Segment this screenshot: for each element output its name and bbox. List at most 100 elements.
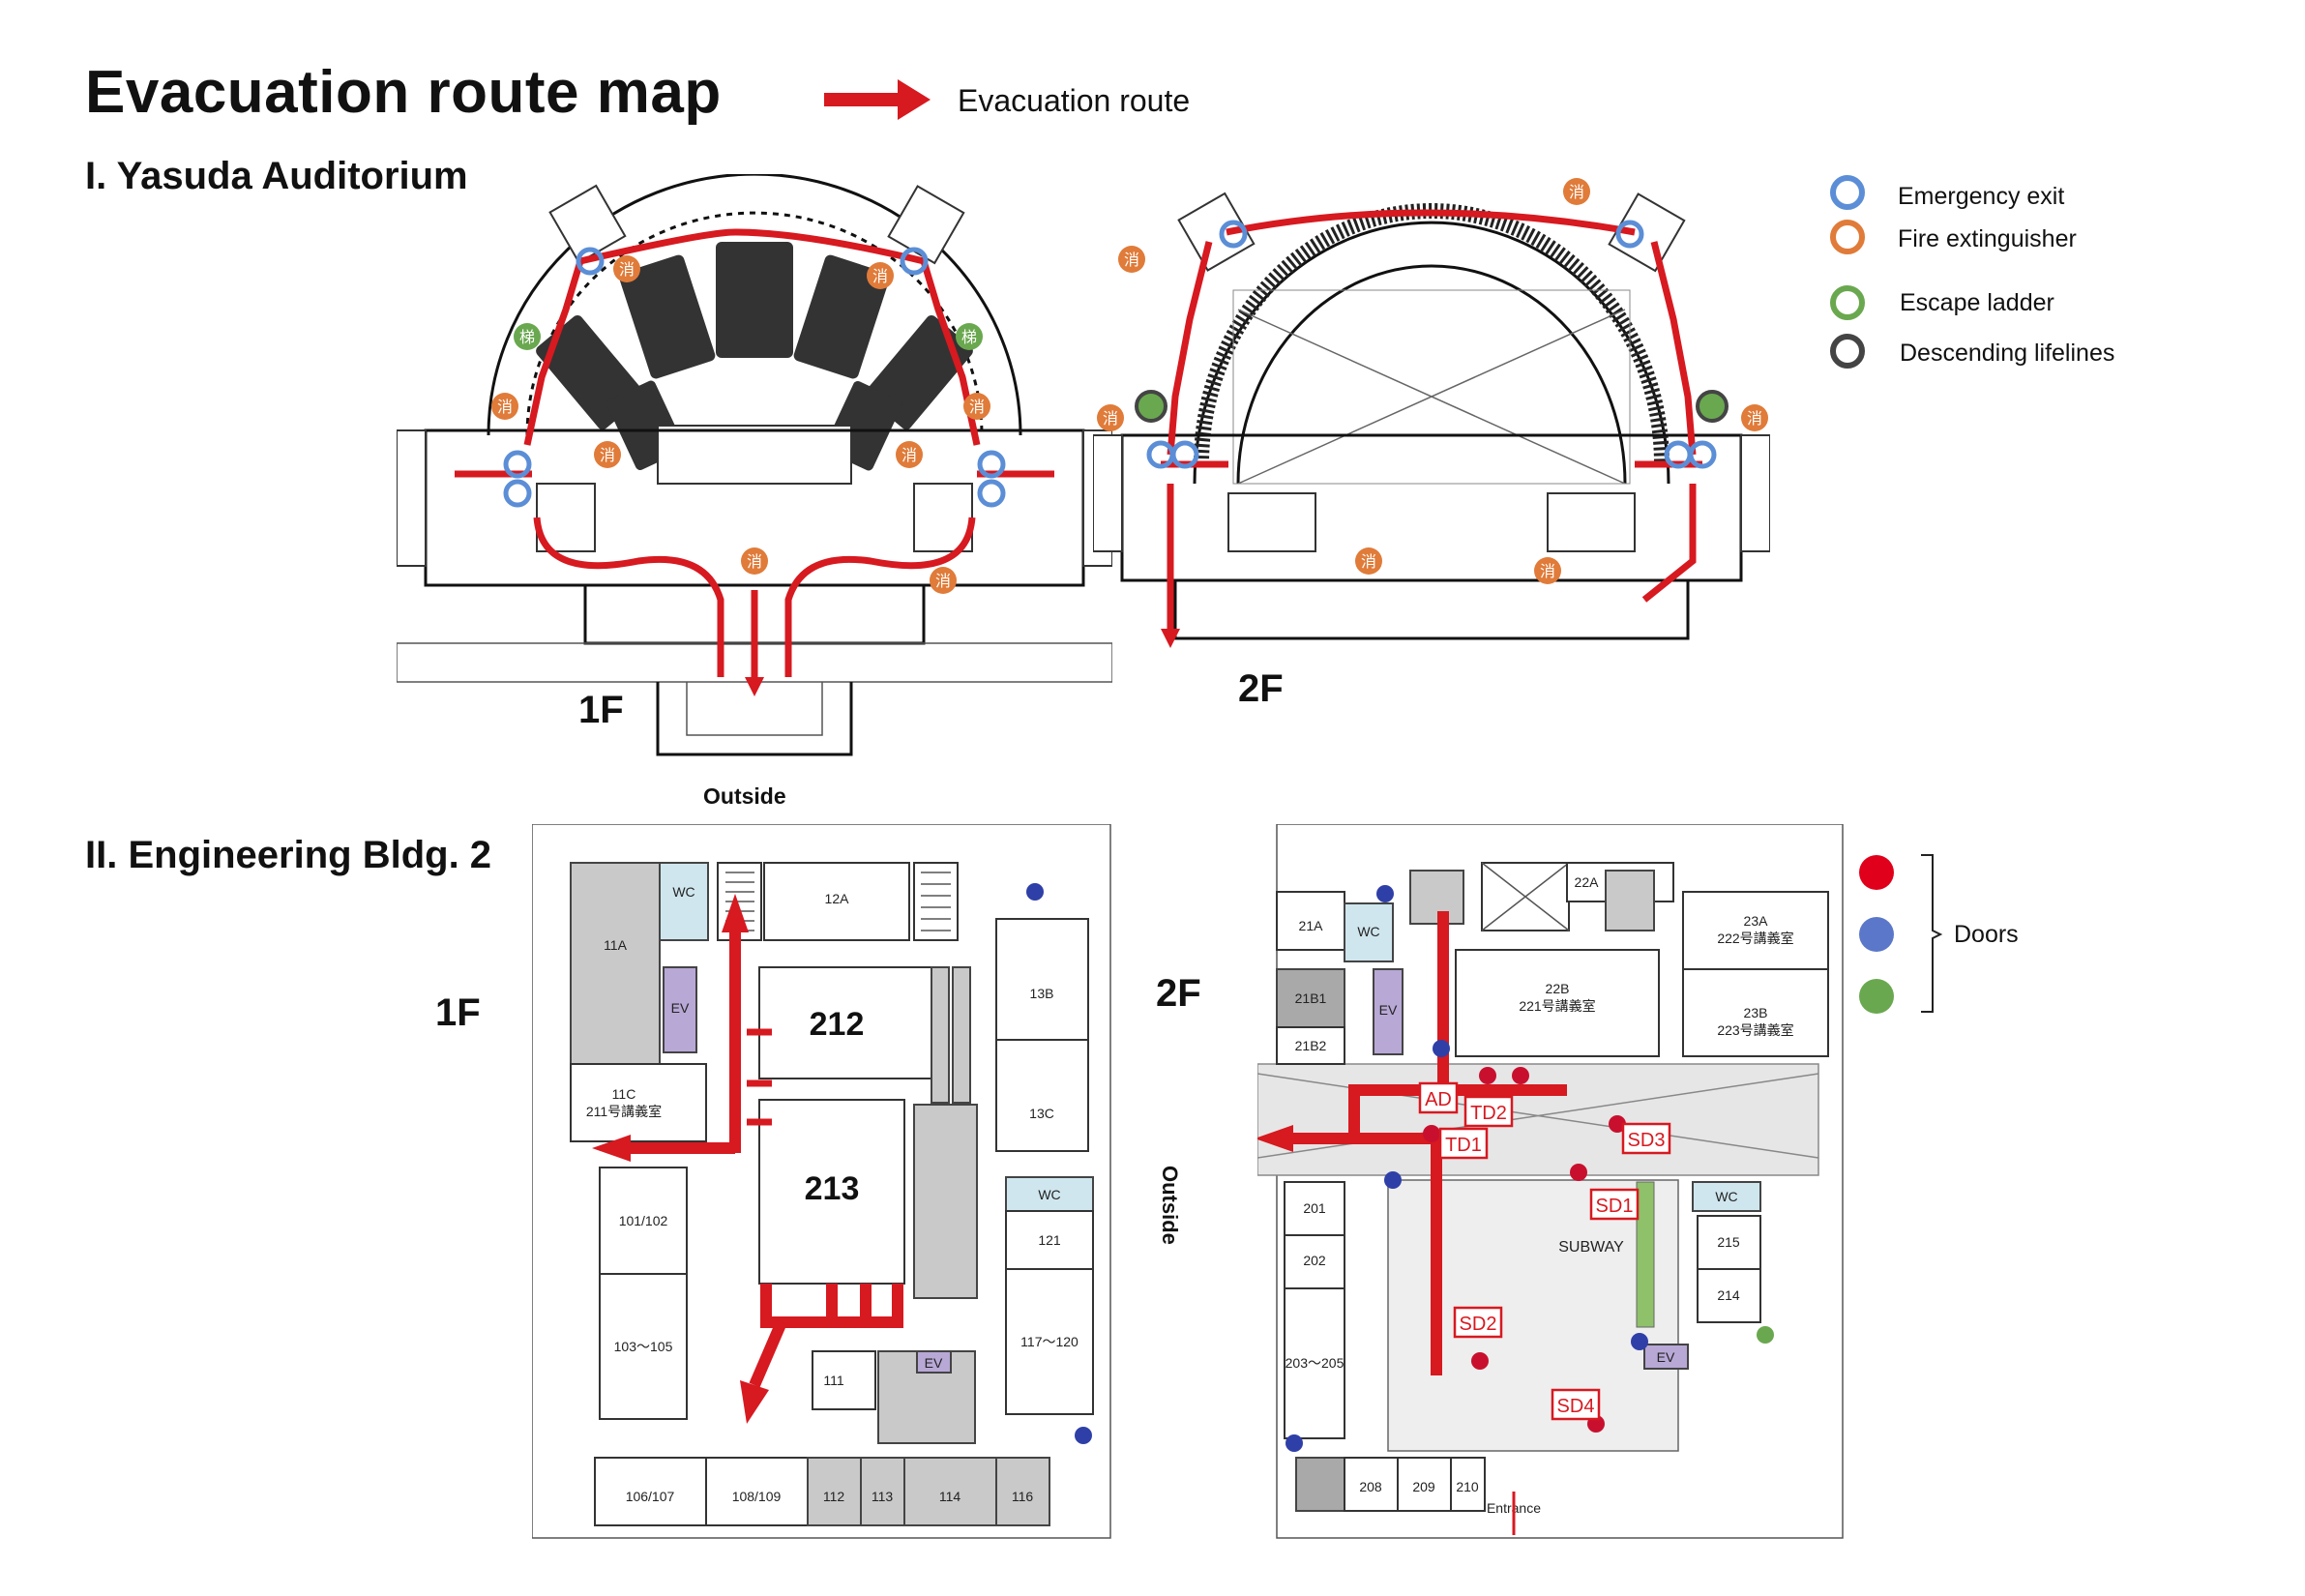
door-tag-td2: TD2 bbox=[1470, 1103, 1507, 1124]
fire-ext-glyph: 消 bbox=[1361, 553, 1376, 571]
ring-icon bbox=[1830, 220, 1865, 254]
room-22a: 22A bbox=[1575, 874, 1600, 890]
room-ev-lower: EV bbox=[1657, 1349, 1675, 1365]
room-121: 121 bbox=[1038, 1232, 1061, 1248]
eng-2f-plan: 21A WC 21B1 21B2 EV 22A 22B 221号講義室 23A … bbox=[1257, 824, 1844, 1539]
room-202: 202 bbox=[1303, 1253, 1326, 1268]
room-13c: 13C bbox=[1029, 1106, 1054, 1121]
room-11c: 11C bbox=[612, 1086, 636, 1102]
room-wc-right: WC bbox=[1715, 1189, 1737, 1204]
door-tag-td1: TD1 bbox=[1445, 1135, 1482, 1156]
door-tag-ad: AD bbox=[1425, 1089, 1452, 1110]
room-11c-sub: 211号講義室 bbox=[586, 1104, 662, 1119]
auditorium-section-title: I. Yasuda Auditorium bbox=[85, 155, 468, 197]
fire-ext-glyph: 消 bbox=[969, 399, 985, 416]
room-22b-sub: 221号講義室 bbox=[1519, 998, 1595, 1014]
door-tag-sd1: SD1 bbox=[1596, 1196, 1634, 1217]
room-wc: WC bbox=[1357, 924, 1379, 939]
room-117: 117～120 bbox=[1020, 1334, 1079, 1349]
ladder-glyph: 梯 bbox=[519, 329, 535, 346]
fire-ext-glyph: 消 bbox=[1540, 563, 1555, 580]
room-203: 203～205 bbox=[1285, 1355, 1345, 1371]
room-ev: EV bbox=[671, 1000, 690, 1016]
eng-1f-label: 1F bbox=[435, 991, 481, 1034]
room-11a: 11A bbox=[604, 937, 628, 953]
auditorium-1f-plan: 消 消 消 消 消 消 消 消 梯 梯 bbox=[397, 174, 1112, 756]
room-23b: 23B bbox=[1744, 1005, 1768, 1020]
eng-outside-label: Outside bbox=[1158, 1166, 1182, 1245]
room-23b-sub: 223号講義室 bbox=[1717, 1022, 1793, 1038]
ring-icon bbox=[1830, 334, 1865, 369]
room-215: 215 bbox=[1717, 1234, 1740, 1250]
room-21a: 21A bbox=[1299, 918, 1324, 933]
fire-ext-glyph: 消 bbox=[1103, 410, 1118, 428]
fire-ext-glyph: 消 bbox=[747, 553, 762, 571]
fire-ext-glyph: 消 bbox=[497, 399, 513, 416]
room-103: 103～105 bbox=[614, 1339, 673, 1354]
legend-label-emergency-exit: Emergency exit bbox=[1898, 183, 2065, 210]
room-12a: 12A bbox=[825, 891, 850, 906]
door-dot-icon bbox=[1859, 979, 1894, 1014]
door-dot-icon bbox=[1859, 917, 1894, 952]
doors-bracket bbox=[1921, 854, 1943, 1013]
subway-label: SUBWAY bbox=[1558, 1239, 1624, 1256]
auditorium-2f-plan: 消 消 消 消 消 消 bbox=[1093, 178, 1770, 648]
room-22b: 22B bbox=[1546, 981, 1570, 996]
ladder-glyph: 梯 bbox=[961, 329, 977, 346]
fire-ext-glyph: 消 bbox=[619, 261, 635, 279]
auditorium-1f-label: 1F bbox=[578, 689, 624, 731]
room-114: 114 bbox=[939, 1489, 961, 1504]
door-tag-sd2: SD2 bbox=[1460, 1314, 1497, 1335]
fire-ext-glyph: 消 bbox=[1569, 184, 1584, 201]
room-208: 208 bbox=[1359, 1479, 1382, 1494]
doors-legend-label: Doors bbox=[1954, 921, 2019, 948]
doors-legend: Doors bbox=[1857, 851, 2099, 1025]
page-title: Evacuation route map bbox=[85, 59, 722, 126]
fire-ext-glyph: 消 bbox=[901, 447, 917, 464]
room-111: 111 bbox=[823, 1373, 843, 1388]
door-tag-sd4: SD4 bbox=[1557, 1396, 1595, 1417]
room-214: 214 bbox=[1717, 1287, 1740, 1303]
ring-icon bbox=[1830, 285, 1865, 320]
legend-label-escape-ladder: Escape ladder bbox=[1900, 289, 2054, 316]
room-13b: 13B bbox=[1030, 986, 1054, 1001]
room-21b1: 21B1 bbox=[1295, 990, 1327, 1006]
room-ev: EV bbox=[1379, 1002, 1398, 1018]
door-dot-icon bbox=[1859, 855, 1894, 890]
eng-2f-label: 2F bbox=[1156, 972, 1201, 1015]
room-23a: 23A bbox=[1744, 913, 1769, 929]
room-ev-lower: EV bbox=[925, 1355, 943, 1371]
auditorium-2f-label: 2F bbox=[1238, 667, 1284, 710]
room-108: 108/109 bbox=[732, 1489, 782, 1504]
fire-ext-glyph: 消 bbox=[1124, 251, 1139, 269]
room-210: 210 bbox=[1456, 1479, 1479, 1494]
fire-ext-glyph: 消 bbox=[600, 447, 615, 464]
route-legend-label: Evacuation route bbox=[958, 83, 1191, 118]
symbol-legend: Emergency exit Fire extinguisher Escape … bbox=[1828, 169, 2263, 382]
room-113: 113 bbox=[872, 1489, 894, 1504]
engineering-section-title: II. Engineering Bldg. 2 bbox=[85, 834, 492, 876]
room-116: 116 bbox=[1012, 1489, 1034, 1504]
room-106: 106/107 bbox=[626, 1489, 675, 1504]
room-213: 213 bbox=[805, 1170, 860, 1207]
room-212: 212 bbox=[810, 1006, 865, 1043]
room-209: 209 bbox=[1412, 1479, 1435, 1494]
ring-icon bbox=[1830, 175, 1865, 210]
room-112: 112 bbox=[823, 1489, 845, 1504]
room-21b2: 21B2 bbox=[1295, 1038, 1327, 1053]
room-201: 201 bbox=[1303, 1200, 1326, 1216]
legend-label-fire-extinguisher: Fire extinguisher bbox=[1898, 225, 2077, 252]
room-101: 101/102 bbox=[619, 1213, 668, 1228]
room-wc-right: WC bbox=[1038, 1187, 1060, 1202]
legend-label-descending-lifelines: Descending lifelines bbox=[1900, 340, 2115, 367]
door-tag-sd3: SD3 bbox=[1628, 1130, 1666, 1151]
auditorium-outside-label: Outside bbox=[703, 783, 786, 809]
route-arrow-icon bbox=[824, 79, 931, 120]
room-23a-sub: 222号講義室 bbox=[1717, 931, 1793, 946]
fire-ext-glyph: 消 bbox=[872, 268, 888, 285]
eng-1f-plan: 11A WC EV 12A 212 13B 13C 11C 211号講義室 21… bbox=[532, 824, 1111, 1539]
room-wc: WC bbox=[672, 884, 694, 900]
route-legend: Evacuation route bbox=[822, 75, 1228, 124]
fire-ext-glyph: 消 bbox=[1747, 410, 1762, 428]
fire-ext-glyph: 消 bbox=[935, 573, 951, 590]
